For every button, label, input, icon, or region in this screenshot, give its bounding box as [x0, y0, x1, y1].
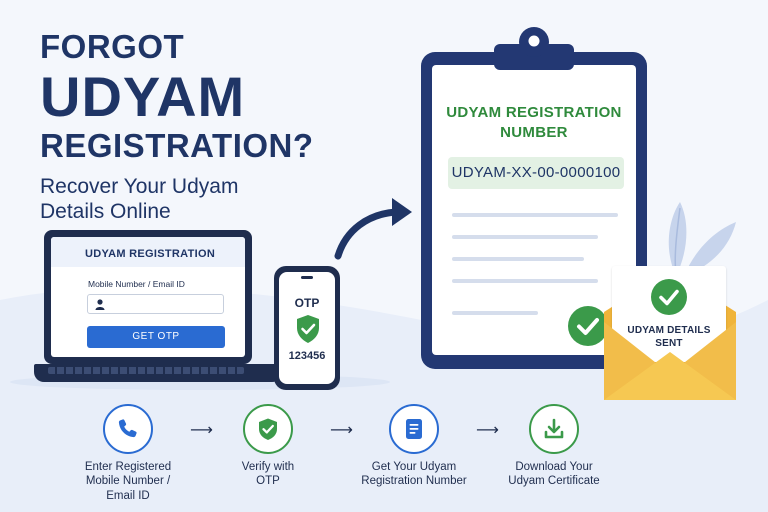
- download-icon: [544, 418, 564, 439]
- laptop-keys: [48, 367, 244, 374]
- headline: FORGOT UDYAM REGISTRATION? Recover Your …: [40, 30, 340, 224]
- subheadline: Recover Your Udyam Details Online: [40, 174, 340, 224]
- step-arrow-icon: ⟶: [190, 422, 213, 439]
- text-line: [452, 311, 538, 315]
- step-3-line-2: Registration Number: [361, 475, 467, 488]
- step-3-circle: [389, 404, 439, 454]
- text-line: [452, 213, 618, 217]
- step-3-line-1: Get Your Udyam: [371, 461, 457, 473]
- step-1-line-1: Enter Registered: [84, 461, 172, 473]
- step-2-label: Verify with OTP: [198, 460, 338, 489]
- check-circle-icon: [568, 306, 608, 346]
- curved-arrow-icon: [334, 198, 412, 260]
- envelope-front-icon: [604, 322, 736, 400]
- phone-screen: OTP 123456: [279, 272, 335, 384]
- registration-number-value: UDYAM-XX-00-0000100: [448, 157, 624, 189]
- shield-check-icon: [259, 418, 277, 440]
- step-4-circle: [529, 404, 579, 454]
- step-1-circle: [103, 404, 153, 454]
- step-1-line-3: Email ID: [106, 489, 150, 502]
- subheadline-line-1: Recover Your Udyam: [40, 175, 239, 198]
- shield-check-icon: [297, 315, 319, 343]
- details-sent-text: UDYAM DETAILS SENT: [612, 324, 726, 350]
- registration-title-line-1: UDYAM REGISTRATION: [446, 104, 622, 121]
- laptop-screen: UDYAM REGISTRATION Mobile Number / Email…: [51, 237, 245, 357]
- user-icon: [95, 299, 105, 310]
- headline-line-1: FORGOT: [40, 28, 185, 65]
- laptop-illustration: UDYAM REGISTRATION Mobile Number / Email…: [34, 230, 282, 390]
- step-1-label: Enter Registered Mobile Number / Email I…: [58, 460, 198, 503]
- step-4-line-2: Udyam Certificate: [508, 475, 600, 488]
- document-icon: [406, 419, 422, 439]
- text-line: [452, 257, 584, 261]
- step-arrow-icon: ⟶: [476, 422, 499, 439]
- text-line: [452, 235, 598, 239]
- mobile-email-input[interactable]: [87, 294, 224, 314]
- details-sent-line-2: SENT: [655, 338, 683, 349]
- text-line: [452, 279, 598, 283]
- check-circle-icon: [651, 279, 687, 315]
- details-sent-line-1: UDYAM DETAILS: [627, 325, 711, 336]
- laptop-form-title: UDYAM REGISTRATION: [85, 248, 216, 260]
- step-2-line-1: Verify with: [241, 461, 295, 473]
- subheadline-line-2: Details Online: [40, 200, 171, 224]
- step-3-label: Get Your Udyam Registration Number: [344, 460, 484, 489]
- step-1-line-2: Mobile Number /: [85, 475, 171, 488]
- phone-icon: [118, 419, 137, 438]
- step-4-line-1: Download Your: [515, 461, 593, 473]
- otp-code: 123456: [288, 350, 326, 362]
- clipboard-clip-icon: [494, 27, 574, 70]
- laptop-frame: UDYAM REGISTRATION Mobile Number / Email…: [44, 230, 252, 364]
- step-2-circle: [243, 404, 293, 454]
- headline-line-3: REGISTRATION?: [40, 127, 314, 164]
- phone-illustration: OTP 123456: [274, 266, 340, 390]
- mobile-email-label: Mobile Number / Email ID: [88, 279, 185, 289]
- clipboard-paper: UDYAM REGISTRATION NUMBER UDYAM-XX-00-00…: [432, 65, 636, 355]
- laptop-header-bar: [51, 237, 245, 267]
- step-4-label: Download Your Udyam Certificate: [484, 460, 624, 489]
- registration-number-title: UDYAM REGISTRATION NUMBER: [432, 103, 636, 142]
- laptop-keyboard: [34, 364, 282, 382]
- phone-notch: [301, 276, 313, 279]
- get-otp-button[interactable]: GET OTP: [87, 326, 225, 348]
- step-arrow-icon: ⟶: [330, 422, 353, 439]
- step-2-line-2: OTP: [256, 475, 280, 488]
- registration-title-line-2: NUMBER: [500, 123, 568, 141]
- headline-line-2: UDYAM: [40, 65, 246, 128]
- otp-label: OTP: [294, 296, 320, 310]
